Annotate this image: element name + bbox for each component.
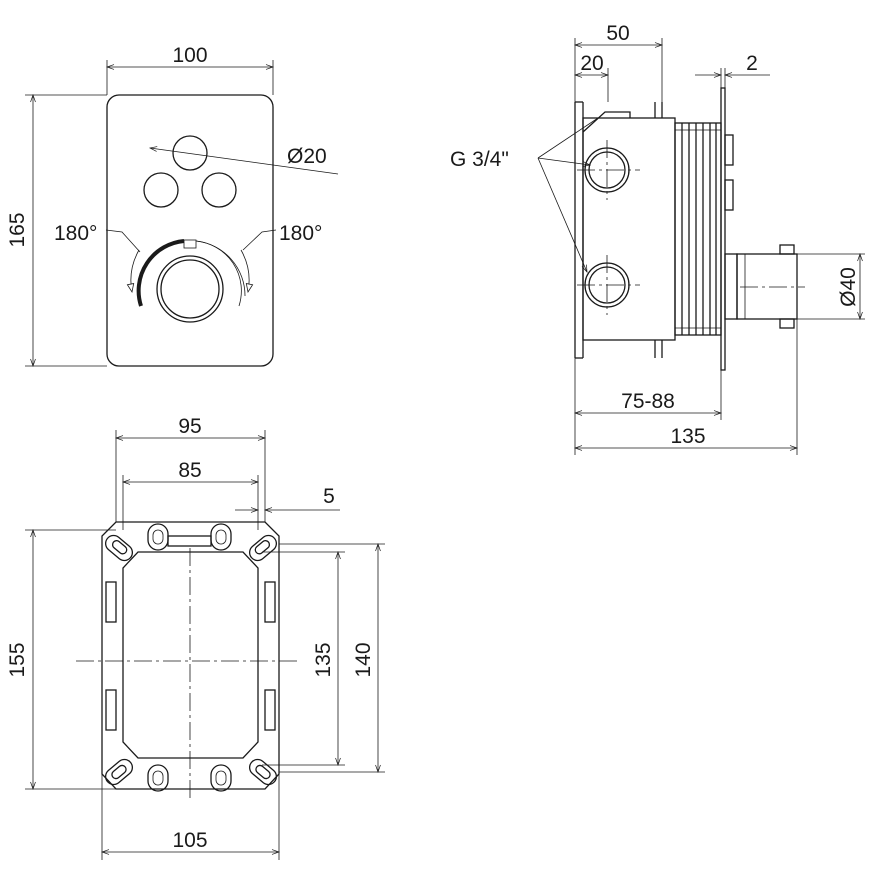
knob-outer — [156, 255, 224, 323]
front-view: 100 165 Ø20 180° 180° — [6, 44, 339, 366]
mounting-plate — [720, 87, 726, 371]
thread-label: G 3/4" — [450, 148, 509, 171]
valve-body — [582, 117, 676, 341]
outer-height-label: 140 — [352, 642, 375, 677]
total-width-label: 105 — [172, 829, 207, 852]
height-label: 165 — [6, 212, 29, 247]
button-left — [143, 172, 179, 208]
button-right — [201, 172, 237, 208]
box-inner-cavity — [122, 551, 259, 759]
inner-height-label: 135 — [312, 642, 335, 677]
slot — [147, 523, 169, 551]
corner-tab — [104, 534, 134, 562]
rotation-left-label: 180° — [54, 222, 97, 245]
box-outer-frame — [101, 521, 280, 790]
button-diameter-label: Ø20 — [287, 145, 327, 168]
total-depth-label: 135 — [670, 425, 705, 448]
button-top — [172, 135, 208, 171]
rotation-arc-left — [136, 239, 185, 307]
box-view: 95 85 5 105 155 135 140 — [6, 415, 385, 860]
slot — [147, 764, 169, 792]
slot — [210, 523, 232, 551]
spindle — [724, 253, 738, 320]
corner-tab — [104, 758, 134, 786]
width-label: 100 — [172, 44, 207, 67]
plate-label: 2 — [746, 52, 758, 75]
adjustment-sleeve — [674, 122, 722, 336]
rotation-right-label: 180° — [279, 222, 322, 245]
corner-tab — [248, 758, 278, 786]
depth-label: 50 — [606, 22, 629, 45]
knob-inner — [160, 259, 220, 319]
slot — [210, 764, 232, 792]
wall-label: 5 — [323, 485, 335, 508]
total-height-label: 155 — [6, 642, 29, 677]
adjust-range-label: 75-88 — [621, 390, 675, 413]
inner-width-label: 85 — [178, 459, 201, 482]
outer-width-label: 95 — [178, 415, 201, 438]
spindle-diameter-label: Ø40 — [837, 267, 860, 307]
corner-tab — [248, 534, 278, 562]
side-view: 50 20 2 G 3/4" Ø40 75-88 135 — [450, 22, 865, 455]
offset-label: 20 — [580, 52, 603, 75]
knob-marker — [183, 239, 197, 249]
